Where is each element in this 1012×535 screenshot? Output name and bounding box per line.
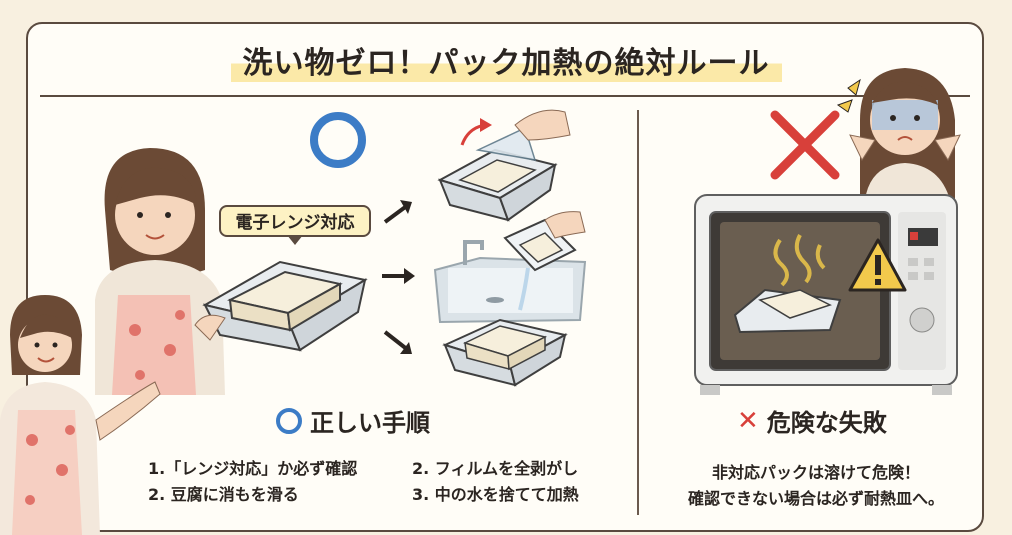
microwave-safe-label: 電子レンジ対応 [219, 205, 371, 245]
wrong-heading: ✕ 危険な失敗 [737, 403, 887, 438]
steps-col-2: 2. フィルムを全剥がし 3. 中の水を捨てて加熱 [412, 456, 579, 508]
correct-ring-icon [276, 407, 302, 434]
warning-line-1: 非対応パックは溶けて危険！ [711, 463, 920, 482]
step-item: 3. 中の水を捨てて加熱 [412, 485, 579, 504]
wrong-x-icon: ✕ [737, 405, 759, 436]
correct-circle-icon [310, 112, 366, 168]
warning-line-2: 確認できない場合は必ず耐熱皿へ。 [687, 489, 944, 508]
ready-pack-illustration [442, 318, 568, 387]
arrow-icon-3 [383, 330, 410, 352]
drain-water-illustration [433, 211, 587, 324]
worried-woman-illustration [836, 68, 961, 200]
section-divider [637, 110, 639, 515]
step-item: 2. フィルムを全剥がし [412, 459, 579, 478]
arrow-icon-1 [383, 203, 410, 224]
microwave-illustration [694, 194, 958, 395]
small-woman-illustration [0, 295, 161, 535]
steps-col-1: 1.「レンジ対応」か必ず確認 2. 豆腐に消もを滑る [148, 456, 357, 508]
peel-film-illustration [437, 109, 571, 222]
page-title: 洗い物ゼロ！パック加熱の絶対ルール [230, 38, 782, 82]
woman-illustration [95, 148, 225, 395]
correct-heading-text: 正しい手順 [310, 409, 430, 437]
step-item: 1.「レンジ対応」か必ず確認 [148, 459, 358, 478]
wrong-cross-icon [770, 110, 840, 180]
title-area: 洗い物ゼロ！パック加熱の絶対ルール [0, 38, 1012, 82]
tofu-pack-illustration [194, 260, 368, 352]
wrong-heading-text: 危険な失敗 [766, 409, 887, 437]
title-underline [40, 95, 970, 97]
correct-heading: 正しい手順 [276, 403, 430, 438]
warning-text: 非対応パックは溶けて危険！ 確認できない場合は必ず耐熱皿へ。 [646, 460, 986, 512]
step-item: 2. 豆腐に消もを滑る [148, 485, 299, 504]
